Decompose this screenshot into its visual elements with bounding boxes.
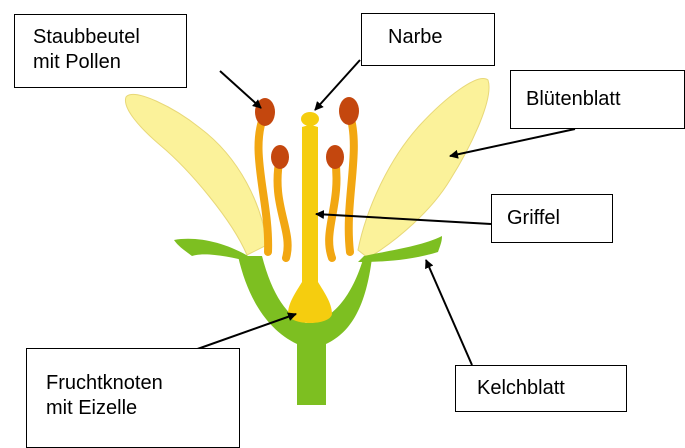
stamen-filament — [329, 158, 336, 258]
label-text: Griffel — [507, 206, 612, 231]
label-staubbeutel: Staubbeutel mit Pollen — [14, 14, 187, 88]
label-text: Staubbeutel — [33, 25, 186, 50]
label-text: Kelchblatt — [477, 376, 626, 401]
label-text: Fruchtknoten — [46, 371, 239, 396]
label-kelchblatt: Kelchblatt — [455, 365, 627, 412]
anther — [255, 98, 275, 126]
label-text: mit Eizelle — [46, 396, 239, 421]
label-fruchtknoten: Fruchtknoten mit Eizelle — [26, 348, 240, 448]
anther — [271, 145, 289, 169]
label-text: mit Pollen — [33, 50, 186, 75]
anther — [339, 97, 359, 125]
label-text: Narbe — [388, 25, 494, 50]
right-petal — [358, 79, 489, 258]
arrow-staubbeutel — [220, 71, 261, 108]
left-petal — [125, 94, 267, 255]
arrow-kelchblatt — [426, 260, 472, 365]
label-bluetenblatt: Blütenblatt — [510, 70, 685, 129]
pistil — [288, 123, 332, 323]
anther — [326, 145, 344, 169]
stamen-filament — [278, 157, 288, 258]
stigma — [301, 112, 319, 126]
label-text: Blütenblatt — [526, 87, 684, 112]
label-griffel: Griffel — [491, 194, 613, 243]
stamen-filament — [349, 112, 354, 252]
label-narbe: Narbe — [361, 13, 495, 66]
